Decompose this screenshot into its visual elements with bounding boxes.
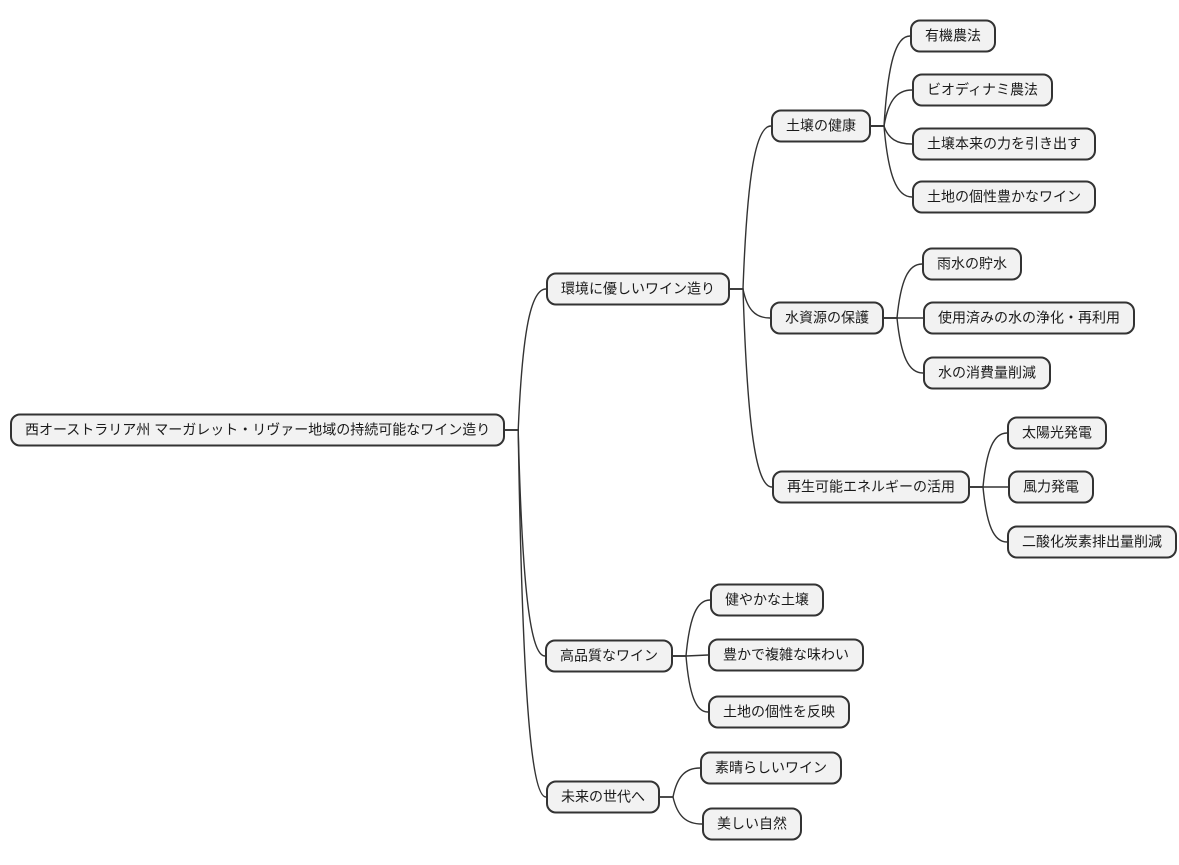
mindmap-node-wonderful-wine[interactable]: 素晴らしいワイン xyxy=(700,751,842,785)
mindmap-link xyxy=(504,429,547,798)
mindmap-link xyxy=(672,654,709,657)
mindmap-node-rich-flavor[interactable]: 豊かで複雑な味わい xyxy=(708,638,864,672)
mindmap-node-renewable-energy[interactable]: 再生可能エネルギーの活用 xyxy=(772,470,970,504)
mindmap-node-rainwater-storage[interactable]: 雨水の貯水 xyxy=(922,247,1022,281)
mindmap-node-terroir-reflection[interactable]: 土地の個性を反映 xyxy=(708,695,850,729)
mindmap-link xyxy=(672,599,711,657)
mindmap-node-high-quality-wine[interactable]: 高品質なワイン xyxy=(545,639,673,673)
mindmap-node-terroir-wine[interactable]: 土地の個性豊かなワイン xyxy=(912,180,1096,214)
mindmap-link xyxy=(729,125,772,290)
mindmap-link xyxy=(672,655,709,713)
mindmap-link xyxy=(659,796,703,825)
mindmap-link xyxy=(729,288,771,319)
mindmap-node-soil-potential[interactable]: 土壌本来の力を引き出す xyxy=(912,127,1096,161)
mindmap-node-beautiful-nature[interactable]: 美しい自然 xyxy=(702,807,802,841)
mindmap-link xyxy=(969,486,1008,543)
mindmap-node-organic-farming[interactable]: 有機農法 xyxy=(910,19,996,53)
mindmap-node-solar-power[interactable]: 太陽光発電 xyxy=(1007,416,1107,450)
mindmap-node-water-conservation[interactable]: 水資源の保護 xyxy=(770,301,884,335)
mindmap-link xyxy=(969,432,1008,488)
mindmap-link xyxy=(504,429,546,657)
mindmap-node-water-reduction[interactable]: 水の消費量削減 xyxy=(923,356,1051,390)
mindmap-link xyxy=(883,263,923,319)
mindmap-link xyxy=(870,35,911,127)
mindmap-link xyxy=(883,317,924,374)
mindmap-node-biodynamic-farming[interactable]: ビオディナミ農法 xyxy=(912,73,1054,107)
mindmap-node-wind-power[interactable]: 風力発電 xyxy=(1008,470,1094,504)
mindmap-link xyxy=(870,89,913,127)
mindmap-node-healthy-soil[interactable]: 健やかな土壌 xyxy=(710,583,824,617)
mindmap-node-water-recycling[interactable]: 使用済みの水の浄化・再利用 xyxy=(923,301,1135,335)
mindmap-link xyxy=(870,125,913,198)
mindmap-node-eco-winemaking[interactable]: 環境に優しいワイン造り xyxy=(546,272,730,306)
mindmap-link xyxy=(729,288,773,488)
mindmap-node-root[interactable]: 西オーストラリア州 マーガレット・リヴァー地域の持続可能なワイン造り xyxy=(10,413,506,447)
mindmap-node-future-generations[interactable]: 未来の世代へ xyxy=(546,780,660,814)
mindmap-link xyxy=(504,288,547,431)
mindmap-link xyxy=(870,125,913,145)
mindmap-node-co2-reduction[interactable]: 二酸化炭素排出量削減 xyxy=(1007,525,1177,559)
mindmap-link xyxy=(659,767,701,798)
mindmap-node-soil-health[interactable]: 土壌の健康 xyxy=(771,109,871,143)
